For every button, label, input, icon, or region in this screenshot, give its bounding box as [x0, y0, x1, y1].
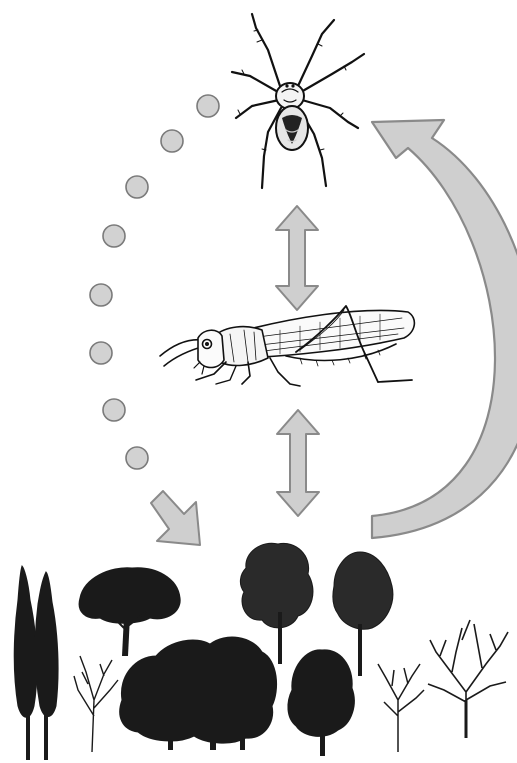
- dotted-path: [90, 95, 219, 469]
- small-down-arrow: [151, 491, 200, 545]
- path-dot: [90, 342, 112, 364]
- tree-icon: [288, 650, 354, 756]
- tree-icon: [14, 566, 58, 760]
- path-dot: [103, 225, 125, 247]
- tree-icon: [120, 637, 277, 750]
- path-dot: [126, 447, 148, 469]
- path-dot: [197, 95, 219, 117]
- tree-icon: [378, 664, 424, 752]
- tree-icon: [428, 620, 508, 738]
- grasshopper-icon: [160, 306, 414, 386]
- tree-icon: [79, 568, 180, 656]
- spider-icon: [232, 14, 364, 188]
- trees-group: [14, 543, 508, 760]
- path-dot: [161, 130, 183, 152]
- double-arrow-grasshopper-trees: [277, 410, 319, 516]
- path-dot: [90, 284, 112, 306]
- path-dot: [126, 176, 148, 198]
- path-dot: [103, 399, 125, 421]
- double-arrow-spider-grasshopper: [276, 206, 318, 310]
- tree-icon: [74, 656, 118, 752]
